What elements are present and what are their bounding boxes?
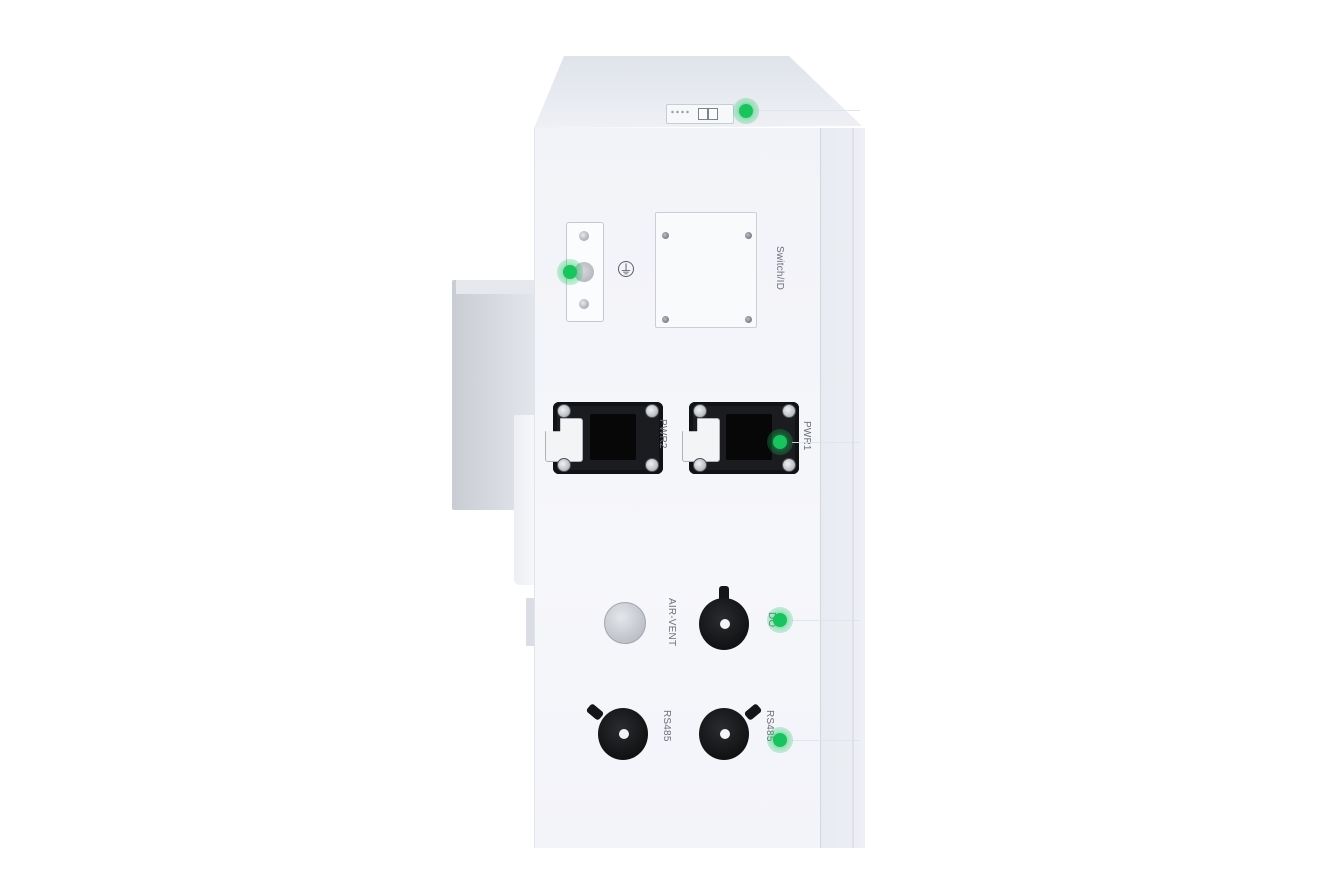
ground-icon: ⏚ (618, 261, 634, 277)
screw-icon (579, 299, 589, 309)
green-dot-icon (773, 613, 787, 627)
air-vent-plug (604, 602, 646, 644)
hotspot-leader-line (757, 110, 860, 111)
hotspot-ground-terminal[interactable] (557, 259, 583, 285)
rs485-right-gland-center (720, 729, 730, 739)
screw-icon (693, 404, 707, 418)
screw-icon (662, 232, 669, 239)
screw-icon (645, 458, 659, 472)
screw-icon (782, 404, 796, 418)
pwr2-connector-core (590, 414, 636, 460)
screw-icon (693, 458, 707, 472)
do-gland-center (720, 619, 730, 629)
green-dot-icon (563, 265, 577, 279)
hotspot-do[interactable] (767, 607, 793, 633)
green-dot-icon (739, 104, 753, 118)
screw-icon (662, 316, 669, 323)
hotspot-leader-line (792, 740, 860, 741)
pwr1-label: PWR1 (801, 421, 812, 451)
do-gland-tab (719, 586, 729, 602)
hotspot-leader-line (792, 620, 860, 621)
green-dot-icon (773, 733, 787, 747)
screw-icon (645, 404, 659, 418)
rear-mounting-box-top (456, 280, 536, 294)
hotspot-leader-line (792, 442, 860, 443)
rs485-left-gland-center (619, 729, 629, 739)
hotspot-dip-switch[interactable] (733, 98, 759, 124)
enclosure-side-rim (852, 128, 854, 848)
dip-switch-dots (670, 110, 690, 114)
bracket-pin (526, 598, 536, 646)
screw-icon (557, 458, 571, 472)
air-vent-label: AIR-VENT (666, 598, 677, 647)
pwr2-label: PWR2 (657, 419, 668, 449)
mounting-bracket (514, 415, 536, 585)
screw-icon (557, 404, 571, 418)
ground-terminal-hole (574, 262, 594, 282)
screw-icon (782, 458, 796, 472)
hotspot-rs485[interactable] (767, 727, 793, 753)
switch-id-cover-plate (655, 212, 757, 328)
screw-icon (745, 316, 752, 323)
dip-switch-key (708, 108, 718, 120)
green-dot-icon (773, 435, 787, 449)
screw-icon (579, 231, 589, 241)
hotspot-pwr1[interactable] (767, 429, 793, 455)
pwr1-connector-core (726, 414, 772, 460)
switch-id-label: Switch/ID (774, 246, 785, 291)
rs485-left-label: RS485 (661, 710, 672, 742)
screw-icon (745, 232, 752, 239)
enclosure-side-face (820, 128, 865, 848)
dip-switch-key (698, 108, 708, 120)
